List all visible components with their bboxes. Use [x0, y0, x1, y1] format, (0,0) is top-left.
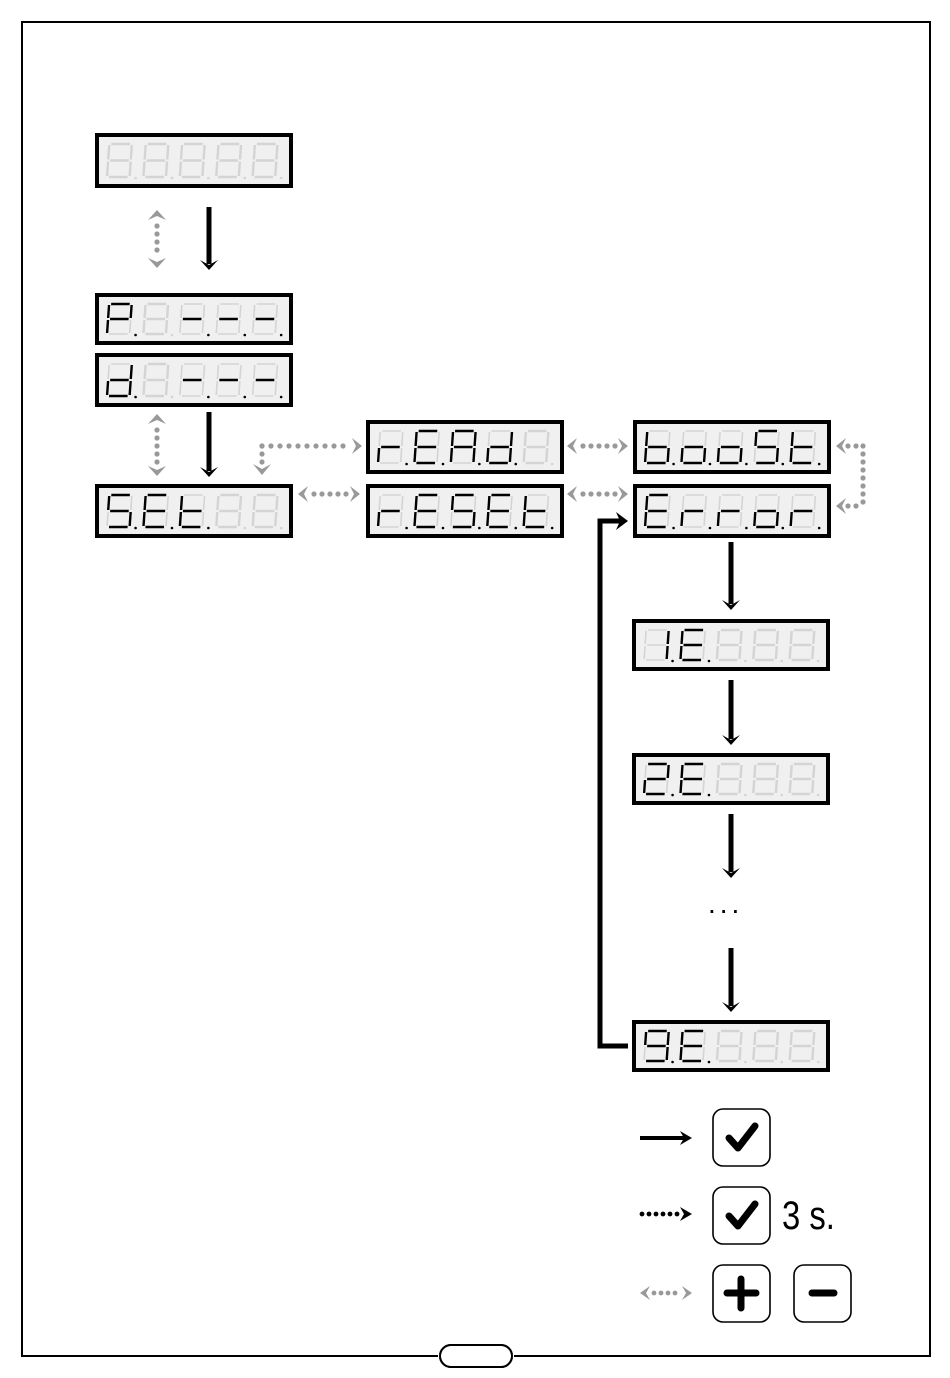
legend-solid-arrow	[640, 1131, 692, 1145]
plusminus-arrow-reset-error	[567, 486, 628, 502]
display-p	[95, 293, 293, 345]
legend-minus-key	[794, 1265, 851, 1322]
arrow-down-dots-9e	[722, 948, 740, 1012]
arrow-down-1	[200, 207, 218, 270]
updown-arrow-1	[148, 210, 166, 268]
display-read	[366, 420, 564, 474]
legend-plusminus-arrow	[640, 1286, 692, 1300]
display-reset	[366, 484, 564, 538]
page-border	[22, 22, 930, 1356]
display-1e	[632, 619, 830, 671]
display-9e	[632, 1020, 830, 1072]
continuation-dots: ...	[708, 888, 743, 920]
legend-confirm-hold-key	[713, 1187, 770, 1244]
legend-dotted-arrow	[640, 1207, 692, 1221]
hold-arrow-to-read	[253, 438, 362, 475]
arrow-down-1e-2e	[722, 680, 740, 745]
display-error	[633, 484, 831, 538]
plusminus-arrow-read-boost	[567, 438, 628, 454]
arrow-down-error-1e	[722, 542, 740, 610]
arrow-down-2	[200, 412, 218, 477]
display-boost	[633, 420, 831, 474]
legend-plus-key	[713, 1265, 770, 1322]
display-blank	[95, 133, 293, 188]
return-loop-arrow	[600, 512, 628, 1046]
hold-duration-label: 3 s.	[782, 1194, 835, 1239]
updown-bracket-right	[836, 438, 866, 514]
display-set	[95, 484, 293, 538]
updown-arrow-2	[148, 414, 166, 476]
plusminus-arrow-set-reset	[298, 486, 360, 502]
display-2e	[632, 753, 830, 805]
legend-confirm-key	[713, 1109, 770, 1166]
arrow-down-2e-dots	[722, 814, 740, 878]
display-d	[95, 353, 293, 407]
